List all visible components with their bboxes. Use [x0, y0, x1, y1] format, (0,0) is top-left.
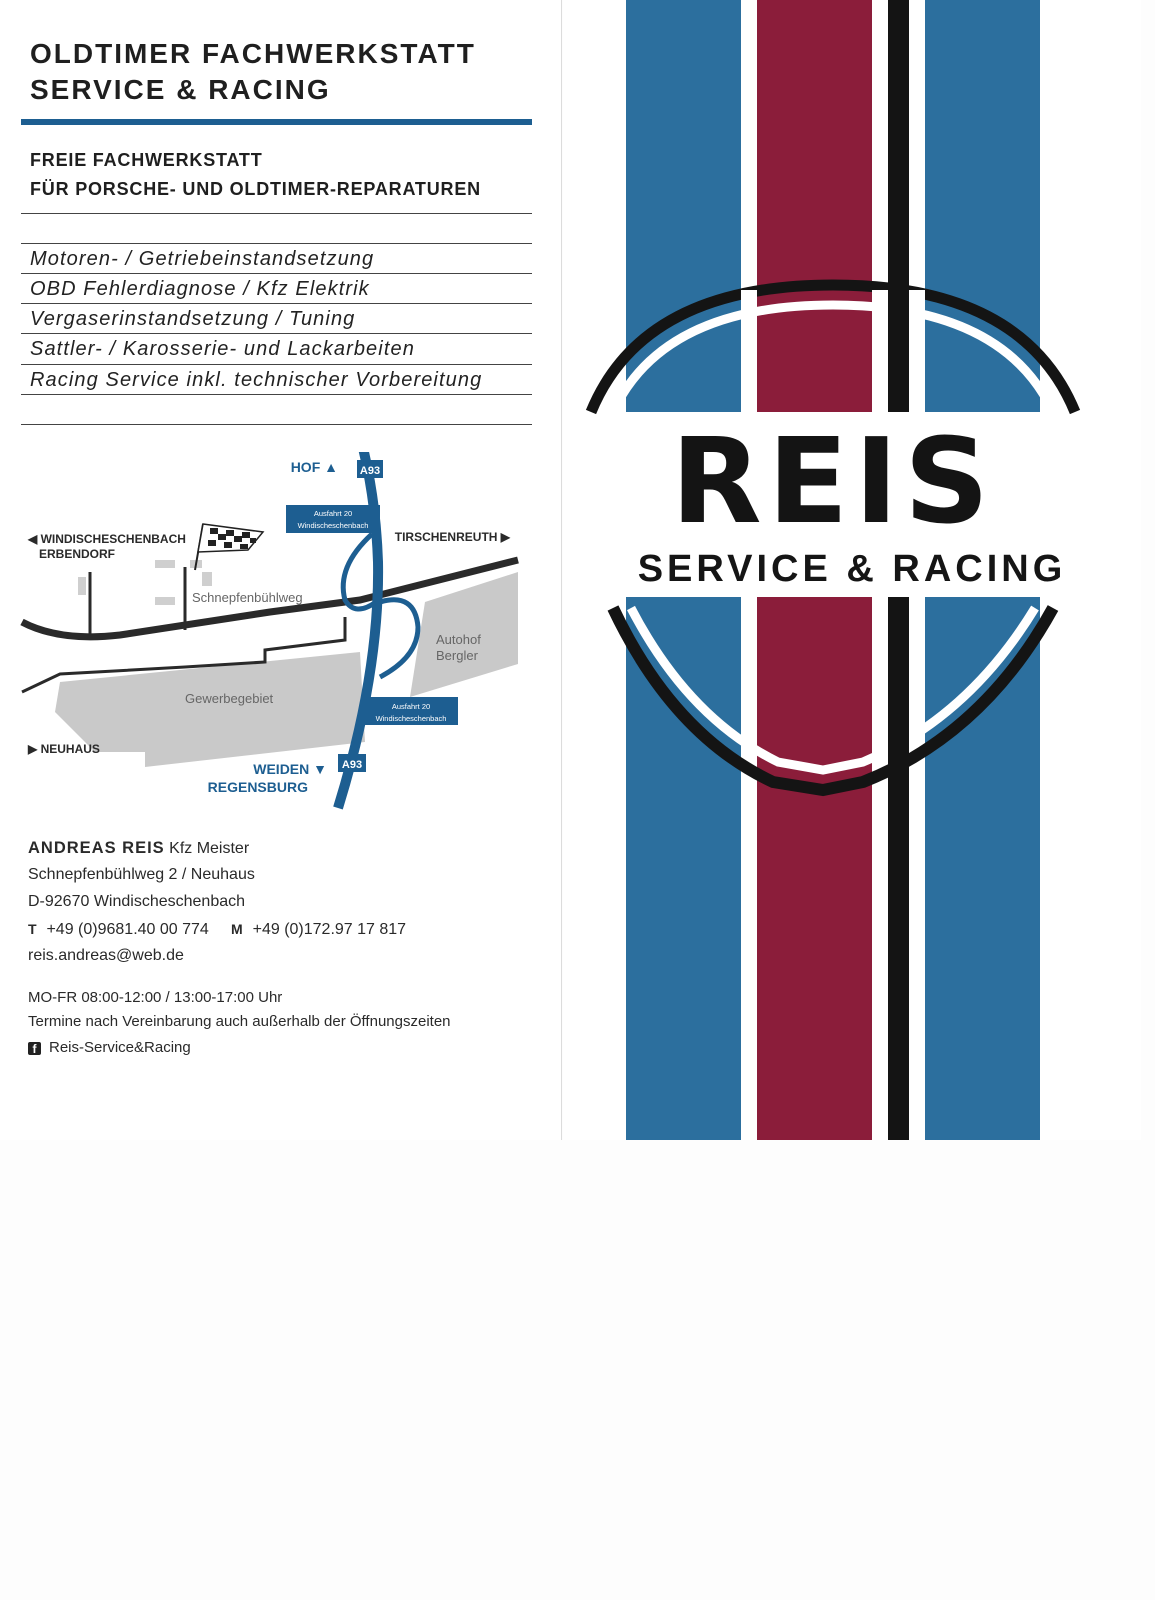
exit-sign-bottom	[365, 697, 458, 725]
logo-wordmark: REIS	[671, 412, 995, 550]
main-road	[20, 556, 519, 641]
exit-top-line-2: Windischeschenbach	[298, 521, 369, 530]
stripe-gap	[909, 290, 925, 412]
headline: OLDTIMER FACHWERKSTATT SERVICE & RACING	[30, 36, 476, 108]
checkered-flag-icon	[194, 523, 265, 571]
map-label-hof: HOF ▲	[291, 459, 338, 475]
exit-sign-top	[286, 505, 380, 533]
gewerbegebiet-area	[55, 652, 365, 767]
map-label-autohof-2: Bergler	[436, 648, 479, 663]
service-item: OBD Fehlerdiagnose / Kfz Elektrik	[30, 278, 370, 300]
mobile-label: M	[231, 921, 244, 937]
stripe-gap	[741, 290, 757, 412]
map-label-erbendorf: ERBENDORF	[39, 547, 115, 561]
a93-sign-top	[357, 460, 383, 478]
service-item: Vergaserinstandsetzung / Tuning	[30, 308, 356, 330]
divider	[21, 394, 532, 395]
brochure-left-panel: OLDTIMER FACHWERKSTATT SERVICE & RACING …	[0, 0, 562, 1140]
ramp	[378, 597, 421, 680]
divider	[21, 213, 532, 214]
map-label-street: Schnepfenbühlweg	[192, 590, 303, 605]
building	[155, 597, 175, 605]
facebook-line[interactable]: f Reis-Service&Racing	[28, 1038, 191, 1058]
map-label-regensburg: REGENSBURG	[208, 779, 308, 795]
location-map: A93 A93 Ausfahrt 20 Windischeschenbach A…	[20, 452, 519, 810]
logo-center-band	[563, 412, 1141, 597]
divider	[21, 303, 532, 304]
a93-label-top: A93	[360, 465, 380, 477]
logo-tagline: SERVICE & RACING	[637, 548, 1067, 590]
opening-hours: MO-FR 08:00-12:00 / 13:00-17:00 Uhr	[28, 989, 283, 1006]
industrial-road	[21, 617, 347, 694]
building	[155, 560, 175, 568]
exit-bottom-line-1: Ausfahrt 20	[392, 702, 430, 711]
exit-bottom-line-2: Windischeschenbach	[376, 714, 447, 723]
a93-label-bottom: A93	[342, 759, 362, 771]
logo-shield-bottom-inner	[627, 605, 1039, 775]
headline-line-1: OLDTIMER FACHWERKSTATT	[30, 38, 476, 69]
map-label-neuhaus: ▶ NEUHAUS	[27, 742, 100, 756]
map-label-gewerbegebiet: Gewerbegebiet	[185, 691, 274, 706]
blue-divider	[21, 119, 532, 125]
service-item: Sattler- / Karosserie- und Lackarbeiten	[30, 338, 415, 360]
a93-sign-bottom	[338, 754, 366, 772]
contact-name: ANDREAS REIS	[28, 839, 165, 857]
map-label-tirschenreuth: TIRSCHENREUTH ▶	[395, 530, 511, 544]
contact-phones: T +49 (0)9681.40 00 774 M +49 (0)172.97 …	[28, 919, 406, 940]
divider	[21, 364, 532, 365]
map-label-weiden: WEIDEN ▼	[253, 761, 327, 777]
service-item: Racing Service inkl. technischer Vorbere…	[30, 369, 483, 391]
contact-street: Schnepfenbühlweg 2 / Neuhaus	[28, 866, 255, 883]
stripe-black-top	[888, 280, 909, 412]
exit-top-line-1: Ausfahrt 20	[314, 509, 352, 518]
contact-name-line: ANDREAS REIS Kfz Meister	[28, 838, 249, 859]
subheadline: FREIE FACHWERKSTATT FÜR PORSCHE- UND OLD…	[30, 146, 481, 204]
phone-number[interactable]: +49 (0)9681.40 00 774	[46, 921, 209, 938]
autohof-area	[410, 572, 518, 697]
divider	[21, 424, 532, 425]
divider	[21, 273, 532, 274]
logo-arch-top-inner	[608, 300, 1058, 414]
mobile-number[interactable]: +49 (0)172.97 17 817	[252, 921, 407, 938]
stripe-black-bottom	[888, 597, 909, 1140]
facebook-page[interactable]: Reis-Service&Racing	[49, 1039, 191, 1056]
stripe-gap	[872, 290, 888, 412]
building	[202, 572, 212, 586]
subheadline-line-1: FREIE FACHWERKSTATT	[30, 150, 263, 170]
service-item: Motoren- / Getriebeinstandsetzung	[30, 248, 375, 270]
phone-label: T	[28, 921, 38, 937]
reis-logo: REIS	[563, 0, 1141, 1140]
map-label-windischeschenbach: ◀ WINDISCHESCHENBACH	[27, 532, 186, 546]
facebook-icon: f	[28, 1042, 41, 1056]
ramp	[340, 532, 378, 612]
map-label-autohof-1: Autohof	[436, 632, 481, 647]
contact-email[interactable]: reis.andreas@web.de	[28, 947, 184, 964]
logo-shield-bottom	[607, 605, 1059, 797]
a93-highway	[333, 452, 384, 810]
brochure-right-panel: REIS SERVICE & RACING	[563, 0, 1141, 1140]
fold-line	[561, 0, 562, 1140]
logo-arch-top	[585, 279, 1081, 415]
divider	[21, 333, 532, 334]
contact-city: D-92670 Windischeschenbach	[28, 893, 246, 910]
building	[78, 577, 86, 595]
contact-title: Kfz Meister	[169, 840, 250, 857]
subheadline-line-2: FÜR PORSCHE- UND OLDTIMER-REPARATUREN	[30, 179, 481, 199]
headline-line-2: SERVICE & RACING	[30, 74, 331, 105]
opening-hours-note: Termine nach Vereinbarung auch außerhalb…	[28, 1013, 451, 1030]
divider	[21, 243, 532, 244]
